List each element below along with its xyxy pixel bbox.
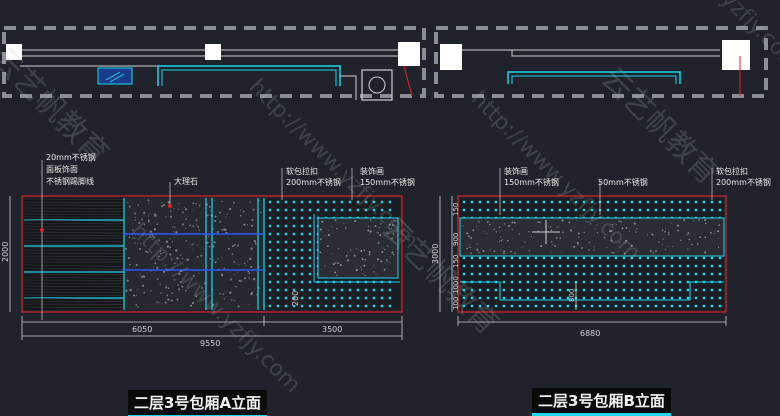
label-a-marble: 大理石 — [174, 176, 198, 186]
label-a-panel-face: 面板饰面 — [46, 164, 78, 174]
dim-b-v2: 900 — [452, 233, 460, 246]
elevation-b — [439, 168, 727, 326]
plan-symbol-a — [97, 67, 133, 85]
plan-strip-a — [2, 26, 426, 101]
label-a-stainless-200: 200mm不锈钢 — [286, 177, 341, 187]
elevation-a — [9, 160, 403, 340]
column-b2 — [722, 40, 750, 70]
label-b-stainless-50: 50mm不锈钢 — [598, 177, 648, 187]
dim-a-right: 3500 — [322, 325, 342, 334]
column-b1 — [440, 44, 462, 70]
dim-b-v3: 150 — [452, 255, 460, 268]
plan-fixture-a — [361, 69, 393, 101]
title-elevation-b: 二层3号包厢B立面 — [532, 388, 671, 416]
label-a-decor: 装饰画 — [360, 166, 384, 176]
marble-region — [124, 198, 264, 310]
dim-b-v4: 1000 — [452, 276, 460, 294]
label-a-soft-pack: 软包拉扣 — [286, 166, 318, 176]
title-elevation-a: 二层3号包厢A立面 — [128, 390, 268, 416]
label-b-stainless-200: 200mm不锈钢 — [716, 177, 771, 187]
dim-a-left: 6050 — [132, 325, 152, 334]
label-b-soft-pack: 软包拉扣 — [716, 166, 748, 176]
column-a3 — [398, 42, 420, 66]
plan-strip-b — [434, 26, 768, 98]
column-a1 — [6, 44, 22, 60]
dim-b-total: 6880 — [580, 329, 600, 338]
dim-a-small: 200 — [291, 291, 300, 306]
dim-b-v1: 150 — [452, 203, 460, 216]
label-a-skirting: 不锈钢踢脚线 — [46, 176, 94, 186]
column-a2 — [205, 44, 221, 60]
watermark-brand-2: 云艺帆教育 — [594, 61, 725, 192]
label-a-stainless-150: 150mm不锈钢 — [360, 177, 415, 187]
label-a-stainless-20: 20mm不锈钢 — [46, 152, 96, 162]
label-b-decor: 装饰画 — [504, 166, 528, 176]
decor-painting-a — [317, 217, 399, 279]
dim-b-v5: 100 — [452, 297, 460, 310]
dim-b-height: 3000 — [431, 244, 440, 264]
label-b-stainless-150: 150mm不锈钢 — [504, 177, 559, 187]
dim-a-height: 2000 — [1, 242, 10, 262]
dim-b-mid: 800 — [568, 289, 576, 302]
dim-a-total: 9550 — [200, 339, 220, 348]
